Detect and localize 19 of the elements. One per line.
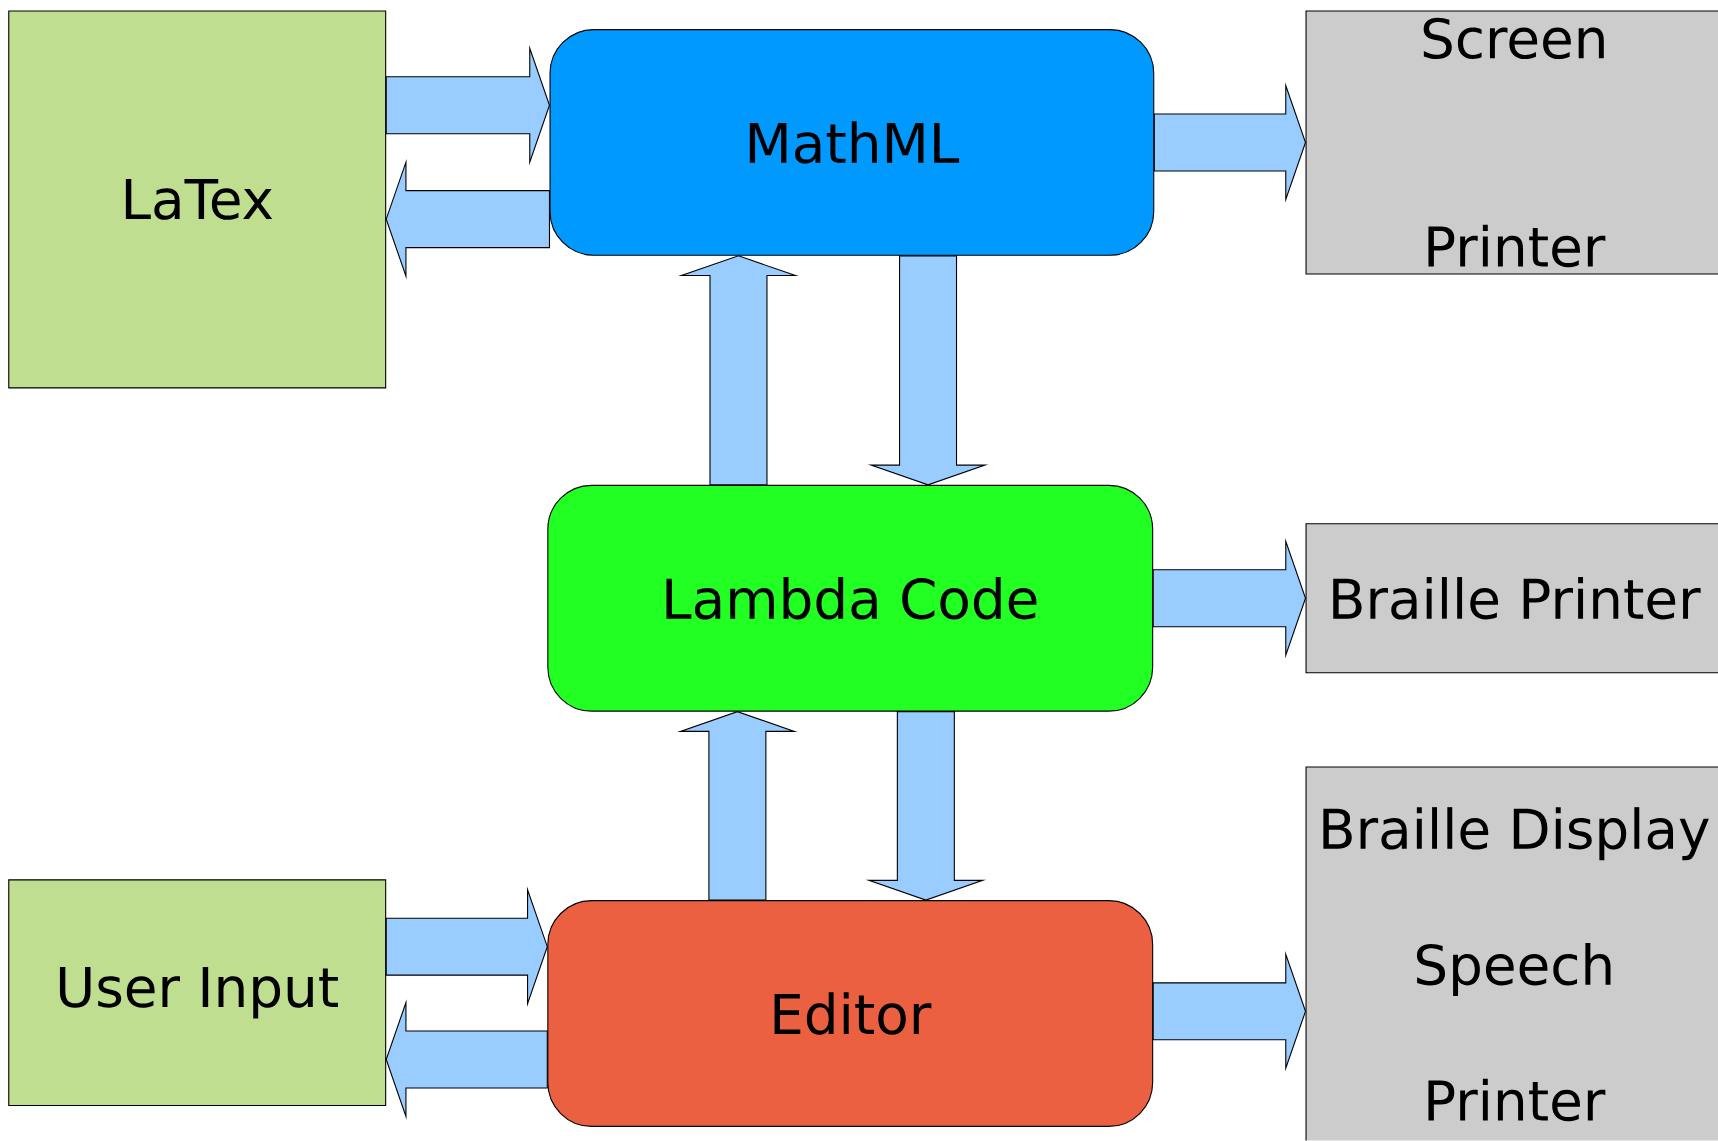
block-arrow bbox=[385, 999, 548, 1120]
process-box: MathML bbox=[549, 29, 1155, 257]
block-arrow bbox=[1152, 538, 1307, 659]
block-arrow bbox=[865, 711, 987, 901]
block-arrow bbox=[678, 255, 799, 486]
source-box: User Input bbox=[8, 879, 387, 1107]
output-box: Screen Printer bbox=[1305, 10, 1718, 275]
block-arrow bbox=[677, 711, 798, 901]
block-arrow bbox=[385, 886, 548, 1008]
block-arrow bbox=[867, 255, 989, 486]
block-arrow bbox=[385, 45, 551, 166]
block-arrow bbox=[1152, 951, 1307, 1072]
output-box: Braille Printer bbox=[1305, 523, 1718, 674]
block-arrow bbox=[1153, 82, 1307, 203]
process-box: Lambda Code bbox=[547, 485, 1154, 712]
block-arrow bbox=[385, 159, 551, 280]
output-box: Braille Display Speech Printer bbox=[1305, 766, 1718, 1141]
source-box: LaTex bbox=[8, 10, 387, 389]
process-box: Editor bbox=[547, 900, 1154, 1128]
